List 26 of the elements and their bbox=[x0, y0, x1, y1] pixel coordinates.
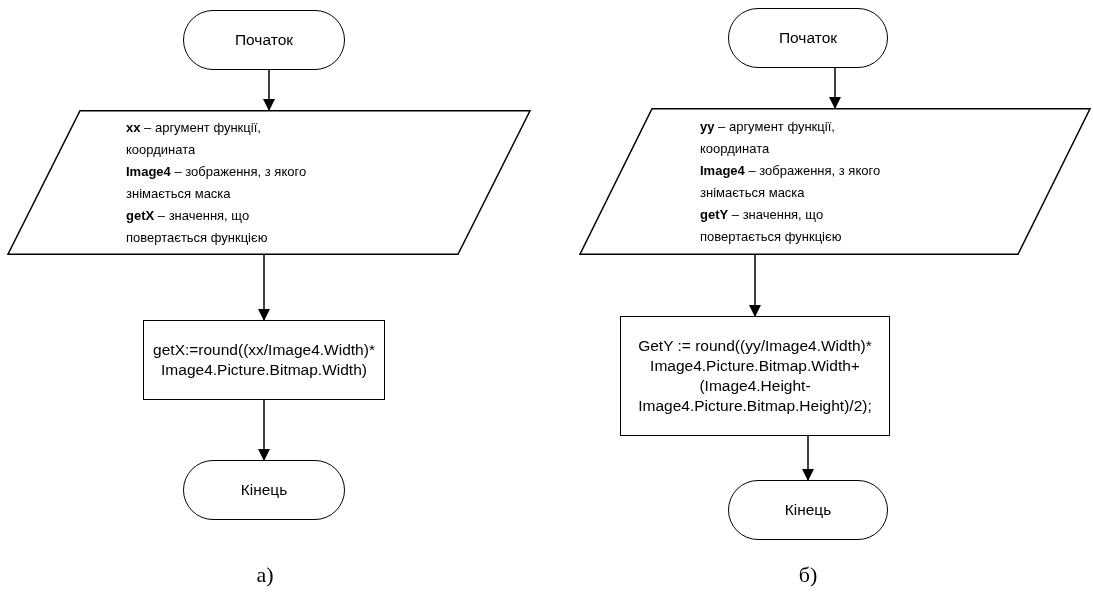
terminator-pill bbox=[728, 8, 888, 68]
node-text: Початок bbox=[778, 28, 838, 48]
terminator-pill bbox=[183, 10, 345, 70]
node-text: Кінець bbox=[240, 480, 288, 500]
subfigure-label: а) bbox=[256, 562, 274, 588]
node-text: getY – значення, що повертається функцією bbox=[700, 205, 843, 246]
node-text: xx – аргумент функції, координата bbox=[126, 118, 262, 159]
node-text: yy – аргумент функції, координата bbox=[700, 117, 836, 158]
node-text: GetY := round((yy/Image4.Width)* Image4.Picture.Bitmap.Width+ (Image4.Height- Image4.Picture.Bitmap.Height)/2); bbox=[637, 336, 873, 416]
node-text: Кінець bbox=[784, 500, 832, 520]
process-box bbox=[620, 316, 890, 436]
input-parallelogram bbox=[8, 110, 530, 255]
arrow bbox=[258, 399, 270, 461]
arrow bbox=[749, 254, 761, 317]
subfigure-label: б) bbox=[798, 562, 818, 588]
node-text: Початок bbox=[234, 30, 294, 50]
arrow bbox=[258, 254, 270, 321]
terminator-pill bbox=[728, 480, 888, 540]
node-text: getX:=round((xx/Image4.Width)* Image4.Picture.Bitmap.Width) bbox=[153, 340, 375, 380]
process-box bbox=[143, 320, 385, 400]
terminator-pill bbox=[183, 460, 345, 520]
arrow bbox=[802, 435, 814, 481]
arrow bbox=[263, 69, 275, 111]
input-parallelogram bbox=[580, 108, 1090, 255]
arrow bbox=[829, 67, 841, 109]
node-text: getX – значення, що повертається функцією bbox=[126, 206, 269, 247]
